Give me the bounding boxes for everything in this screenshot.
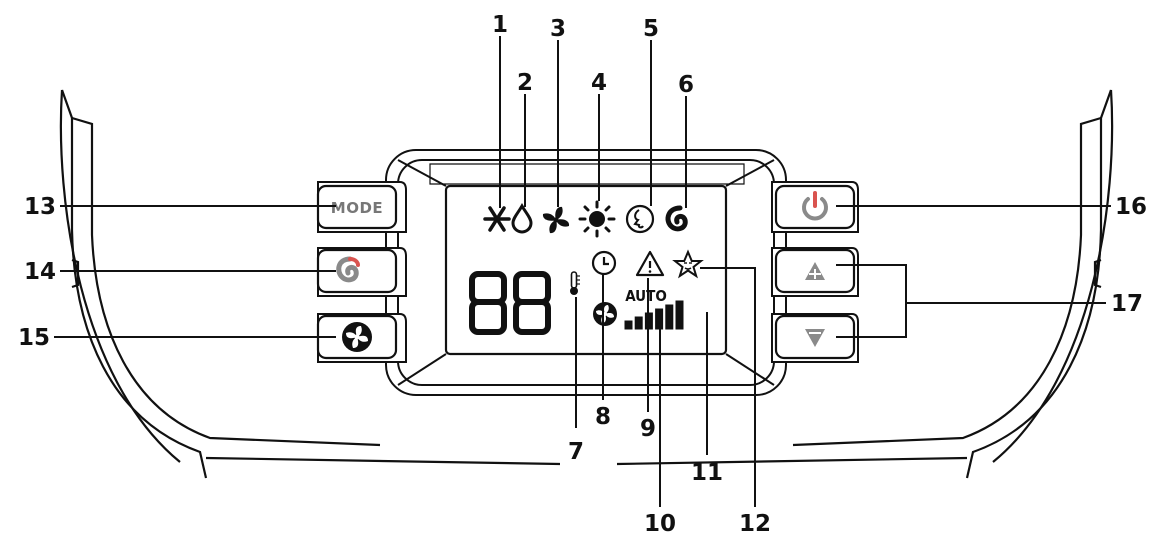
callout-8: 8 — [595, 404, 611, 430]
callout-14: 14 — [24, 259, 56, 285]
callout-13: 13 — [24, 194, 56, 220]
sleep-face-icon — [625, 204, 655, 234]
power-icon — [802, 191, 828, 221]
fan-speed-bar-5 — [665, 304, 674, 330]
temperature-down-button[interactable] — [771, 313, 859, 363]
callout-leader-lines — [54, 36, 1111, 507]
mode-button-label: MODE — [331, 199, 383, 217]
callout-16: 16 — [1115, 194, 1147, 220]
fan-indicator-icon — [593, 302, 617, 326]
up-arrow-icon — [805, 262, 825, 280]
swirl-button-icon — [336, 256, 360, 283]
callout-4: 4 — [591, 70, 607, 96]
callout-17: 17 — [1111, 291, 1143, 317]
power-button[interactable] — [771, 181, 859, 233]
callout-11: 11 — [691, 460, 723, 486]
fan-speed-button[interactable] — [316, 313, 407, 363]
callout-3: 3 — [550, 16, 566, 42]
callout-1: 1 — [492, 12, 508, 38]
swing-button[interactable] — [316, 247, 407, 297]
fan-button-icon — [342, 322, 372, 352]
temperature-up-button[interactable] — [771, 247, 859, 297]
down-arrow-icon — [805, 329, 825, 347]
callout-5: 5 — [643, 16, 659, 42]
callout-7: 7 — [568, 439, 584, 465]
callout-6: 6 — [678, 72, 694, 98]
sun-icon — [578, 200, 616, 238]
digit-1 — [469, 271, 507, 335]
fan-speed-bar-1 — [624, 320, 633, 330]
callout-numbers: 1 2 3 4 5 6 7 8 9 10 11 12 13 14 15 16 1… — [18, 12, 1147, 537]
drop-icon — [511, 202, 533, 234]
star-icon — [672, 249, 704, 279]
warning-icon — [635, 250, 665, 277]
fan-icon — [542, 206, 570, 234]
callout-15: 15 — [18, 325, 50, 351]
mode-button[interactable]: MODE — [316, 181, 407, 233]
digit-2 — [513, 271, 551, 335]
fan-speed-bar-6 — [675, 300, 684, 330]
temperature-digits — [469, 271, 551, 335]
housing-frame — [59, 89, 1114, 479]
swirl-icon — [665, 205, 688, 232]
lcd-screen — [444, 184, 728, 356]
thermometer-icon — [570, 271, 580, 295]
fan-speed-bar-2 — [634, 316, 643, 330]
callout-2: 2 — [517, 70, 533, 96]
callout-12: 12 — [739, 511, 771, 537]
callout-9: 9 — [640, 416, 656, 442]
snowflake-icon — [483, 206, 511, 232]
callout-10: 10 — [644, 511, 676, 537]
auto-label: AUTO — [625, 287, 667, 305]
